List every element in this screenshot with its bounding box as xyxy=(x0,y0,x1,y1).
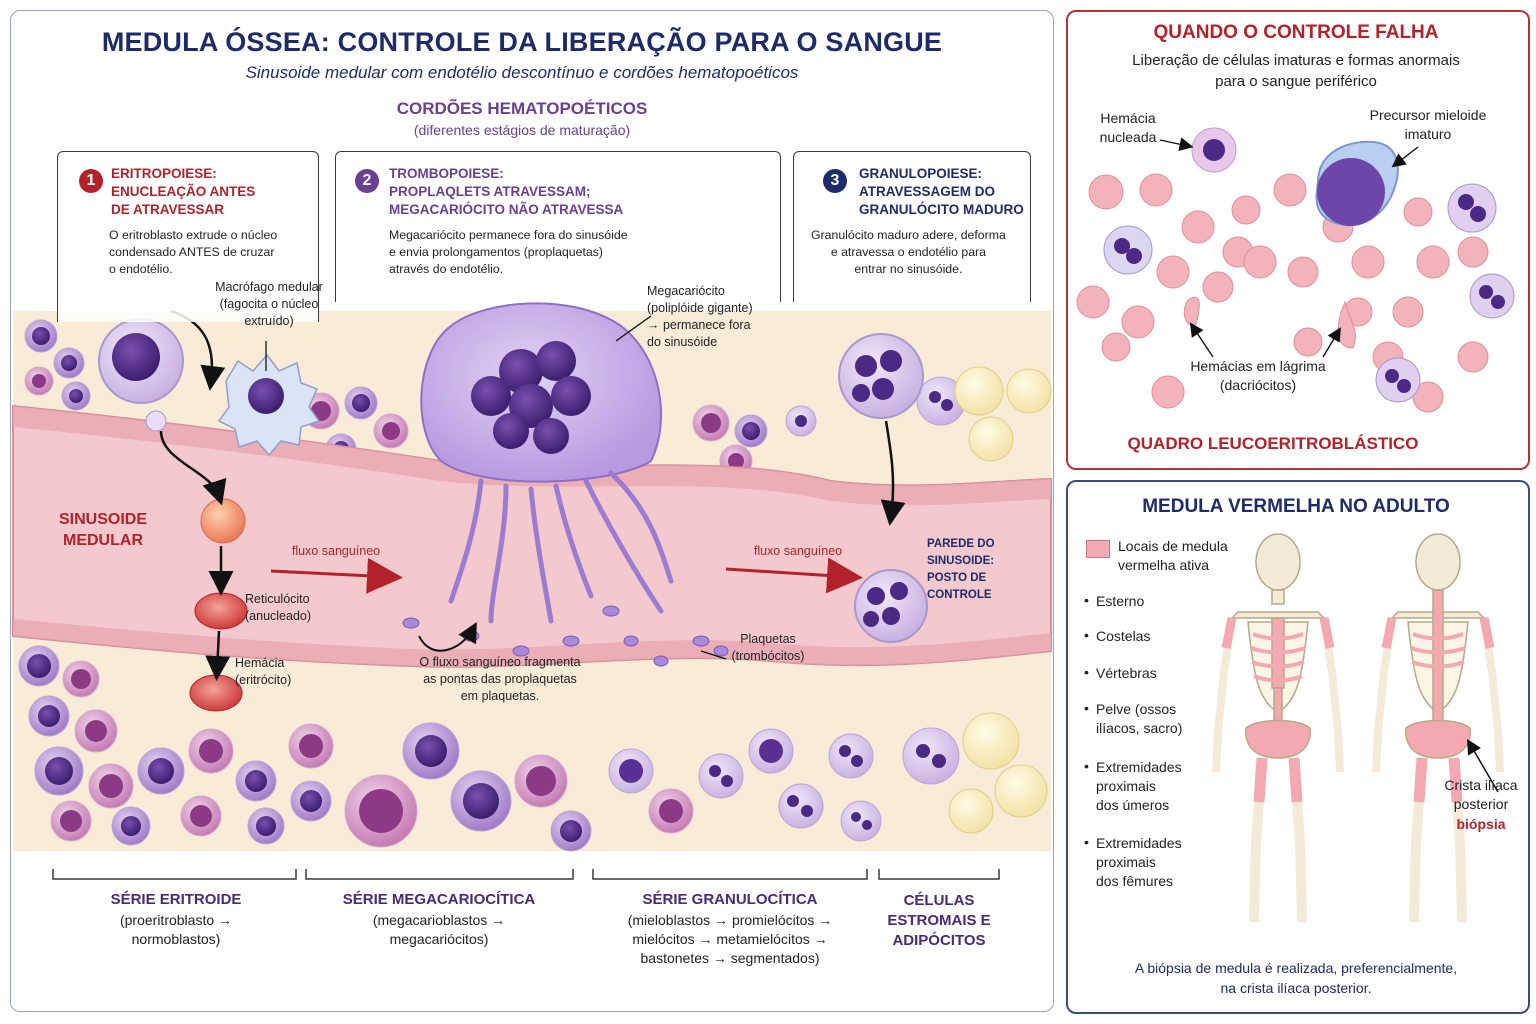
failure-title: QUANDO O CONTROLE FALHA xyxy=(1153,22,1439,43)
flow-arrow-left xyxy=(270,557,403,594)
site-sternum: Esterno xyxy=(1096,593,1145,609)
bullet: • xyxy=(1084,664,1089,680)
flow-arrow-right xyxy=(725,557,863,594)
bullet: • xyxy=(1084,627,1089,643)
reticulocyte-label: Reticulócito (anucleado) xyxy=(245,592,312,623)
macrophage xyxy=(217,353,321,457)
step-1-badge: 1 xyxy=(79,169,103,193)
stromal-series-title: CÉLULAS ESTROMAIS E ADIPÓCITOS xyxy=(887,892,991,949)
bullet: • xyxy=(1084,758,1089,774)
nucleated-rbc-label: Hemácia nucleada xyxy=(1099,110,1157,145)
erythropoiesis-title: ERITROPOIESE: ENUCLEAÇÃO ANTES DE ATRAVE… xyxy=(111,166,256,217)
cords-subtitle: (diferentes estágios de maturação) xyxy=(413,122,631,138)
teardrop-cells xyxy=(1183,297,1356,349)
site-humeri: Extremidades proximais dos úmeros xyxy=(1096,759,1182,813)
arrow-fragment xyxy=(418,621,477,652)
proplatelets xyxy=(448,470,674,624)
granulopoiesis-title: GRANULOPOIESE: ATRAVESSAGEM DO GRANULÓCI… xyxy=(859,166,1024,217)
leukoerythroblastic-label: QUADRO LEUCOERITROBLÁSTICO xyxy=(1127,434,1419,453)
marrow-illustration xyxy=(12,302,1052,880)
site-pelvis: Pelve (ossos ilíacos, sacro) xyxy=(1096,701,1183,736)
adult-title: MEDULA VERMELHA NO ADULTO xyxy=(1142,496,1450,517)
granulocytic-series-text: (mieloblastos → promielócitos → mielócit… xyxy=(627,912,833,966)
erythroid-series-title: SÉRIE ERITROIDE xyxy=(110,891,242,908)
site-vertebrae: Vértebras xyxy=(1096,665,1157,681)
megakaryocytic-series-title: SÉRIE MEGACARIOCÍTICA xyxy=(342,891,536,908)
platelets-label: Plaquetas (trombócitos) xyxy=(731,632,805,663)
legend-label: Locais de medula vermelha ativa xyxy=(1118,538,1228,573)
skeleton-front xyxy=(1212,533,1344,923)
thrombopoiesis-box xyxy=(335,151,781,302)
skeletons-illustration xyxy=(1212,533,1504,923)
iliac-crest-label: Crista ilíaca posterior xyxy=(1444,777,1518,812)
erythroblast xyxy=(98,318,184,432)
granulocytes-smear xyxy=(1103,183,1515,403)
adult-red-marrow-panel: MEDULA VERMELHA NO ADULTO Locais de medu… xyxy=(1066,480,1530,1014)
megakaryocytic-series-text: (megacarioblastos → megacariócitos) xyxy=(372,912,506,947)
site-femurs: Extremidades proximais dos fêmures xyxy=(1096,835,1182,889)
sinusoid-label: SINUSOIDE MEDULAR xyxy=(58,511,147,549)
thrombopoiesis-title: TROMBOPOIESE: PROPLAQLETS ATRAVESSAM; ME… xyxy=(389,166,624,217)
page-title: MEDULA ÓSSEA: CONTROLE DA LIBERAÇÃO PARA… xyxy=(101,27,943,57)
arrow-granulocyte xyxy=(880,420,906,526)
upper-cord-cells xyxy=(24,319,1052,478)
reticulocyte-cell xyxy=(194,592,248,630)
cords-title: CORDÕES HEMATOPOÉTICOS xyxy=(396,99,648,118)
site-ribs: Costelas xyxy=(1096,628,1151,644)
red-blood-cells xyxy=(1076,173,1489,413)
reticulocyte-crossing xyxy=(200,498,246,544)
iliac-crest-arrow xyxy=(1466,738,1499,793)
series-brackets xyxy=(52,869,1000,880)
nucleated-rbc xyxy=(1191,127,1237,173)
platelets xyxy=(402,605,729,667)
bullet: • xyxy=(1084,592,1089,608)
macrophage-label: Macrófago medular (fagocita o núcleo ext… xyxy=(215,280,323,328)
teardrop-label: Hemácias em lágrima (dacriócitos) xyxy=(1190,358,1326,393)
skeleton-back xyxy=(1372,533,1504,923)
bullet: • xyxy=(1084,700,1089,716)
granulocytic-series-title: SÉRIE GRANULOCÍTICA xyxy=(642,891,818,908)
granulocyte-in-sinusoid xyxy=(854,569,928,643)
arrow-to-erythrocyte xyxy=(205,630,231,681)
erythropoiesis-text: O eritroblasto extrude o núcleo condensa… xyxy=(109,228,278,276)
megakaryocyte xyxy=(420,302,662,483)
myeloid-precursor xyxy=(1315,140,1399,227)
fragment-note: O fluxo sanguíneo fragmenta as pontas da… xyxy=(419,655,581,703)
megakaryocyte-leader xyxy=(615,315,652,342)
control-failure-panel: QUANDO O CONTROLE FALHA Liberação de cél… xyxy=(1066,10,1530,470)
arrow-to-crossing xyxy=(159,430,227,506)
sinusoid-wall-top xyxy=(13,406,1051,506)
thrombopoiesis-text: Megacariócito permanece fora do sinusóid… xyxy=(389,228,628,276)
peripheral-blood-smear xyxy=(1076,127,1515,413)
main-diagram-panel: MEDULA ÓSSEA: CONTROLE DA LIBERAÇÃO PARA… xyxy=(10,10,1054,1012)
page-subtitle: Sinusoide medular com endotélio descontí… xyxy=(245,63,799,82)
erythroid-series-text: (proeritroblasto → normoblastos) xyxy=(119,912,233,947)
megakaryocyte-label: Megacariócito (poliplóide gigante) → per… xyxy=(647,284,753,349)
sinusoid-wall-label: PAREDE DO SINUSOIDE: POSTO DE CONTROLE xyxy=(927,538,995,601)
biopsy-note: A biópsia de medula é realizada, prefere… xyxy=(1134,960,1458,996)
flow-label-right: fluxo sanguíneo xyxy=(753,544,843,558)
step-2-badge: 2 xyxy=(355,169,379,193)
biopsy-label: biópsia xyxy=(1456,816,1506,832)
mature-granulocyte xyxy=(838,333,924,419)
granulopoiesis-text: Granulócito maduro adere, deforma e atra… xyxy=(811,228,1006,276)
lower-cord-cells xyxy=(18,645,1048,852)
bullet: • xyxy=(1084,834,1089,850)
failure-leaders xyxy=(1159,137,1419,358)
step-3-badge: 3 xyxy=(823,169,847,193)
erythrocyte-label: Hemácia (eritrócito) xyxy=(235,656,292,687)
platelets-leader xyxy=(700,650,727,660)
sinusoid-wall-bottom xyxy=(13,619,1051,667)
myeloid-precursor-label: Precursor mieloide imaturo xyxy=(1369,107,1487,142)
failure-subtitle: Liberação de células imaturas e formas a… xyxy=(1132,52,1460,90)
legend-swatch xyxy=(1086,540,1110,558)
flow-label-left: fluxo sanguíneo xyxy=(291,544,381,558)
